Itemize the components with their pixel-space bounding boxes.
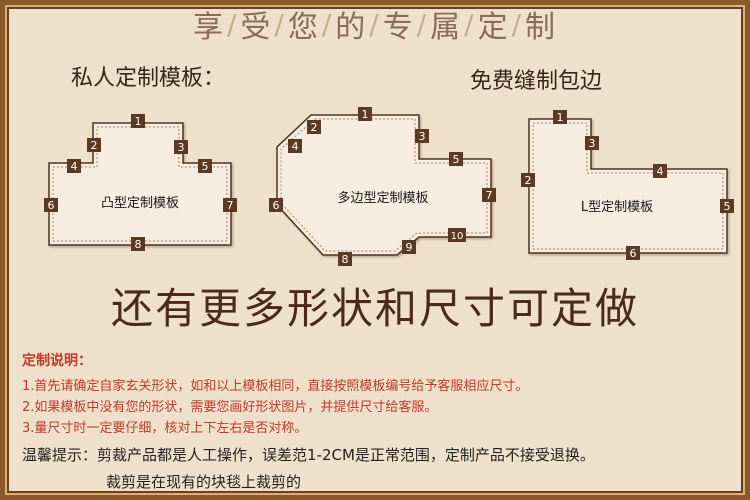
custom-notes: 定制说明： 1.首先请确定自家玄关形状，如和以上模板相同，直接按照模板编号给予客…	[22, 350, 732, 439]
more-shapes-headline: 还有更多形状和尺寸可定做	[110, 284, 639, 333]
number-badge: 2	[91, 139, 98, 152]
number-badge: 4	[657, 165, 664, 178]
convex-template: 凸型定制模板 1 2 3 4 5 6 7 8	[44, 114, 237, 251]
notes-line: 1.首先请确定自家玄关形状，如和以上模板相同，直接按照模板编号给予客服相应尺寸。	[22, 379, 529, 394]
number-badge: 3	[419, 130, 426, 143]
warm-tip: 温馨提示：剪裁产品都是人工操作，误差范1-2CM是正常范围，定制产品不接受退换。	[22, 444, 595, 465]
number-badge: 5	[453, 153, 460, 166]
polygon-badges: 1 2 3 4 5 6 7 8 9 10	[269, 107, 496, 266]
header-char: 您	[287, 10, 320, 45]
number-badge: 2	[525, 174, 532, 187]
number-badge: 5	[202, 160, 209, 173]
number-badge: 3	[589, 137, 596, 150]
number-badge: 8	[342, 253, 349, 266]
convex-badges: 1 2 3 4 5 6 7 8	[44, 114, 237, 251]
header-char: 的	[335, 10, 368, 45]
number-badge: 6	[48, 199, 55, 212]
number-badge: 9	[406, 241, 413, 254]
tip-label: 温馨提示：	[22, 446, 98, 464]
number-badge: 7	[486, 189, 493, 202]
number-badge: 10	[451, 231, 464, 242]
template-name: 凸型定制模板	[101, 196, 179, 211]
l-shape-badges: 1 2 3 4 5 6	[521, 110, 734, 260]
number-badge: 5	[724, 200, 731, 213]
l-shape-template: L型定制模板 1 2 3 4 5 6	[521, 110, 734, 260]
header-char: 享	[192, 10, 225, 45]
private-template-label: 私人定制模板：	[71, 66, 226, 91]
template-name: 多边型定制模板	[337, 190, 428, 206]
number-badge: 8	[135, 238, 142, 251]
number-badge: 1	[135, 115, 142, 128]
header-char: 属	[430, 10, 463, 45]
number-badge: 6	[630, 247, 637, 260]
free-edging-label: 免费缝制包边	[470, 69, 603, 94]
number-badge: 7	[227, 199, 234, 212]
header-char: 定	[477, 10, 510, 45]
tip-text: 剪裁产品都是人工操作，误差范1-2CM是正常范围，定制产品不接受退换。	[97, 446, 595, 464]
number-badge: 4	[292, 140, 299, 153]
templates-diagram: 凸型定制模板 1 2 3 4 5 6 7 8 多边型定制模板 1 2 3 4	[44, 107, 734, 266]
number-badge: 4	[71, 160, 78, 173]
tip-text-2: 裁剪是在现有的块毯上裁剪的	[106, 473, 302, 491]
number-badge: 2	[311, 121, 318, 134]
number-badge: 1	[557, 111, 564, 124]
number-badge: 1	[362, 108, 369, 121]
number-badge: 3	[178, 141, 185, 154]
header-banner: 享/ 受/ 您/ 的/ 专/ 属/ 定/ 制	[5, 5, 745, 46]
header-char: 受	[240, 10, 273, 45]
template-name: L型定制模板	[581, 200, 653, 215]
polygon-template: 多边型定制模板 1 2 3 4 5 6 7 8 9 10	[269, 107, 496, 266]
notes-title: 定制说明：	[22, 353, 92, 369]
notes-line: 3.量尺寸时一定要仔细，核对上下左右是否对称。	[22, 421, 308, 436]
header-char: 制	[525, 10, 558, 45]
notes-line: 2.如果模板中没有您的形状，需要您画好形状图片，并提供尺寸给客服。	[22, 400, 438, 415]
header-char: 专	[382, 10, 415, 45]
number-badge: 6	[273, 199, 280, 212]
